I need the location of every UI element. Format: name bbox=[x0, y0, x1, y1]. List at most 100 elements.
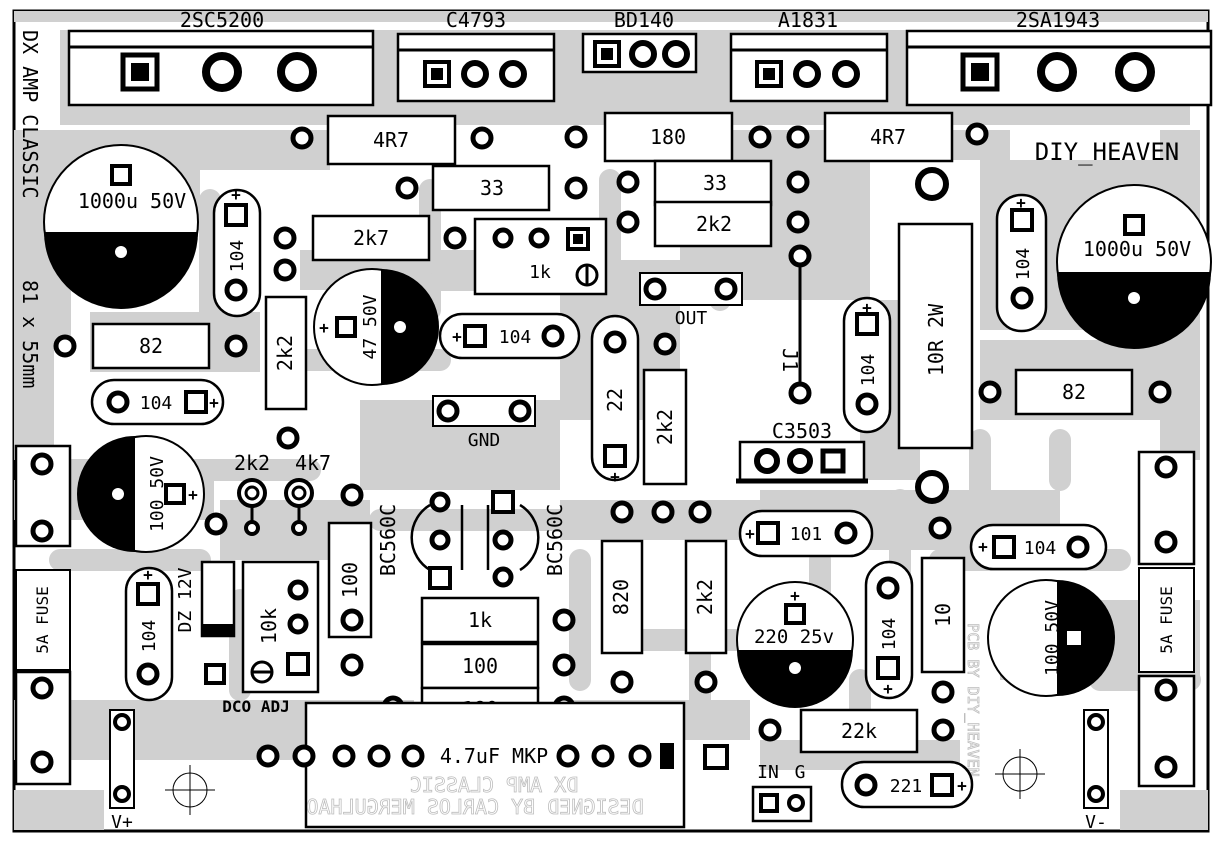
capacitor-4u7-mkp: 4.7uF MKP DX AMP CLASSIC DESIGNED BY CAR… bbox=[256, 701, 729, 829]
svg-text:82: 82 bbox=[139, 334, 163, 358]
resistor-82-left: 82 bbox=[53, 322, 248, 370]
svg-text:82: 82 bbox=[1062, 380, 1086, 404]
svg-text:+: + bbox=[188, 485, 198, 504]
transistor-bd140: BD140 bbox=[581, 8, 698, 74]
resistor-4r7-left: 4R7 bbox=[290, 114, 494, 166]
capacitor-221: 221 + bbox=[840, 760, 974, 809]
svg-text:BC560C: BC560C bbox=[376, 504, 400, 576]
svg-text:100: 100 bbox=[462, 654, 498, 678]
resistor-820: 820 bbox=[600, 539, 644, 694]
svg-text:22: 22 bbox=[603, 388, 627, 412]
pcb-by-label: PCB BY DIY_HEAVEN bbox=[964, 623, 982, 777]
svg-text:+: + bbox=[231, 185, 241, 204]
resistor-100-bottom: 100 bbox=[420, 642, 540, 690]
svg-text:4R7: 4R7 bbox=[373, 128, 409, 152]
svg-text:2k2: 2k2 bbox=[696, 212, 732, 236]
svg-text:2k2: 2k2 bbox=[234, 451, 270, 475]
svg-text:2k7: 2k7 bbox=[353, 226, 389, 250]
side-title: DX AMP CLASSIC bbox=[18, 30, 42, 199]
capacitor-104-d: 104 + bbox=[90, 378, 225, 426]
svg-text:104: 104 bbox=[139, 620, 160, 653]
svg-text:+: + bbox=[883, 679, 893, 698]
capacitor-100-50v-right: 100 50V + bbox=[987, 579, 1115, 697]
svg-text:104: 104 bbox=[1013, 248, 1034, 281]
capacitor-104-a: 104 + bbox=[212, 185, 262, 318]
capacitor-220-25v: 220 25v + bbox=[736, 581, 854, 708]
svg-text:GND: GND bbox=[468, 430, 501, 451]
label-c4793: C4793 bbox=[446, 8, 506, 32]
capacitor-22: 22 + bbox=[590, 314, 640, 486]
capacitor-100-50v-left: 100 50V + bbox=[77, 435, 205, 553]
svg-text:10R 2W: 10R 2W bbox=[924, 303, 948, 376]
svg-text:+: + bbox=[862, 298, 872, 317]
svg-text:104: 104 bbox=[140, 393, 173, 414]
terminal-v-plus[interactable]: V+ bbox=[109, 709, 135, 833]
connector-gnd[interactable]: GND bbox=[432, 395, 536, 451]
connector-input[interactable]: IN G bbox=[751, 762, 813, 823]
capacitor-104-c: 104 + bbox=[438, 312, 581, 360]
svg-text:+: + bbox=[790, 586, 800, 605]
transistor-bc560c-left: BC560C bbox=[376, 491, 464, 590]
capacitor-104-g: 104 + bbox=[124, 565, 174, 702]
capacitor-104-b: 104 + bbox=[995, 193, 1048, 333]
svg-text:100 50V: 100 50V bbox=[1042, 600, 1063, 676]
label-bd140: BD140 bbox=[614, 8, 674, 32]
transistor-c3503: C3503 bbox=[736, 419, 868, 484]
resistor-2k2-bottom: 2k2 bbox=[684, 539, 728, 694]
svg-text:220 25v: 220 25v bbox=[754, 626, 834, 648]
side-size: 81 x 55mm bbox=[18, 280, 42, 388]
trimmer-10k[interactable]: 10k bbox=[241, 560, 320, 694]
transistor-bc560c-right: BC560C bbox=[486, 490, 567, 588]
brand-label: DIY_HEAVEN bbox=[1035, 138, 1180, 166]
resistor-4k7-small: 4k7 bbox=[284, 451, 331, 536]
svg-text:5A FUSE: 5A FUSE bbox=[1157, 586, 1176, 653]
resistor-2k2-small: 2k2 bbox=[234, 451, 270, 536]
connector-out[interactable]: OUT bbox=[639, 272, 743, 329]
svg-text:10: 10 bbox=[931, 603, 955, 627]
svg-text:104: 104 bbox=[1024, 538, 1057, 559]
svg-text:221: 221 bbox=[890, 776, 923, 797]
capacitor-1000u-right: 1000u 50V bbox=[1056, 184, 1212, 349]
resistor-1k-bottom: 1k bbox=[420, 596, 540, 644]
svg-text:2k2: 2k2 bbox=[653, 409, 677, 445]
mirror-title: DX AMP CLASSIC bbox=[410, 773, 579, 797]
svg-text:100: 100 bbox=[338, 562, 362, 598]
resistor-2k2-top: 2k2 bbox=[616, 200, 810, 248]
svg-text:4k7: 4k7 bbox=[295, 451, 331, 475]
svg-text:104: 104 bbox=[879, 618, 900, 651]
svg-text:104: 104 bbox=[858, 354, 879, 387]
label-2sc5200: 2SC5200 bbox=[180, 8, 264, 32]
svg-text:+: + bbox=[452, 327, 462, 346]
transistor-c4793: C4793 bbox=[396, 8, 556, 103]
svg-text:47 50V: 47 50V bbox=[360, 294, 381, 359]
svg-text:820: 820 bbox=[609, 579, 633, 615]
svg-text:100 50V: 100 50V bbox=[147, 456, 168, 532]
mirror-designed: DESIGNED BY CARLOS MERGULHAO bbox=[306, 795, 643, 819]
resistor-10: 10 bbox=[920, 556, 966, 704]
mounting-mark-right bbox=[995, 749, 1045, 799]
svg-text:+: + bbox=[209, 393, 219, 412]
svg-text:2k2: 2k2 bbox=[693, 579, 717, 615]
svg-text:+: + bbox=[610, 467, 620, 486]
svg-text:2k2: 2k2 bbox=[273, 335, 297, 371]
svg-text:33: 33 bbox=[703, 171, 727, 195]
resistor-2k2-vertical-left: 2k2 bbox=[264, 295, 308, 450]
svg-text:J1: J1 bbox=[778, 348, 802, 372]
svg-text:+: + bbox=[143, 565, 153, 584]
mounting-mark-left bbox=[165, 765, 215, 815]
svg-text:1k: 1k bbox=[529, 262, 551, 283]
zener-dz-12v: DZ 12V bbox=[175, 560, 236, 685]
svg-text:+: + bbox=[957, 776, 967, 795]
svg-text:4R7: 4R7 bbox=[870, 125, 906, 149]
fuse-left: 5A FUSE bbox=[14, 444, 72, 786]
svg-text:101: 101 bbox=[790, 524, 823, 545]
svg-text:1000u 50V: 1000u 50V bbox=[1083, 237, 1191, 261]
svg-text:V-: V- bbox=[1085, 812, 1107, 833]
terminal-v-minus[interactable]: V- bbox=[1083, 709, 1109, 833]
transistor-2sa1943: 2SA1943 bbox=[905, 8, 1213, 107]
fuse-right: 5A FUSE bbox=[1137, 450, 1196, 788]
svg-text:+: + bbox=[1016, 193, 1026, 212]
trimmer-1k[interactable]: 1k bbox=[473, 217, 608, 296]
svg-text:OUT: OUT bbox=[675, 308, 708, 329]
